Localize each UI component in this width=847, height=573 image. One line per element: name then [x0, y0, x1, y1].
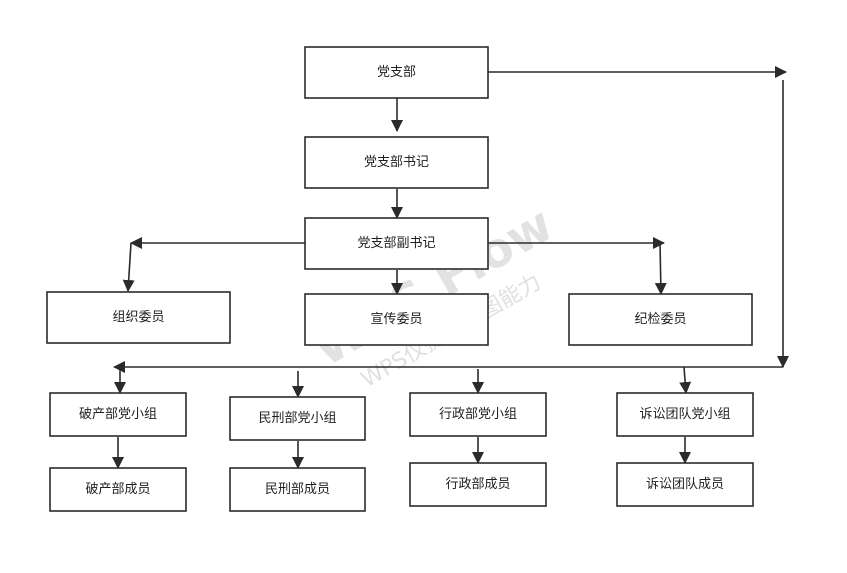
node-organization-member: 组织委员 [46, 291, 231, 344]
node-deputy-secretary: 党支部副书记 [304, 217, 489, 270]
node-discipline-member: 纪检委员 [568, 293, 753, 346]
node-administrative-group: 行政部党小组 [409, 392, 547, 437]
node-branch-box [304, 46, 489, 99]
node-bankruptcy-members-label: 破产部成员 [85, 482, 150, 497]
node-administrative-members-box [409, 462, 547, 507]
node-civil-criminal-group-label: 民刑部党小组 [258, 411, 336, 426]
node-bankruptcy-group: 破产部党小组 [49, 392, 187, 437]
node-propaganda-member-box [304, 293, 489, 346]
node-civil-criminal-members: 民刑部成员 [229, 467, 366, 512]
node-branch-label: 党支部 [377, 65, 416, 80]
edge-left-branch-to-organization [122, 242, 135, 292]
node-secretary-box [304, 136, 489, 189]
node-bankruptcy-members: 破产部成员 [49, 467, 187, 512]
node-civil-criminal-group: 民刑部党小组 [229, 396, 366, 441]
node-discipline-member-box [568, 293, 753, 346]
node-administrative-group-box [409, 392, 547, 437]
edge-bus-to-litigation-group [679, 366, 692, 394]
node-propaganda-member-label: 宣传委员 [370, 311, 422, 327]
node-civil-criminal-members-box [229, 467, 366, 512]
node-branch: 党支部 [304, 46, 489, 99]
node-organization-member-label: 组织委员 [112, 310, 164, 325]
connectors [112, 66, 789, 469]
node-administrative-members: 行政部成员 [409, 462, 547, 507]
node-litigation-group-box [616, 392, 754, 437]
node-litigation-group-label: 诉讼团队党小组 [639, 407, 730, 422]
node-deputy-secretary-label: 党支部副书记 [357, 236, 435, 251]
node-litigation-members-label: 诉讼团队成员 [646, 477, 724, 492]
node-discipline-member-label: 纪检委员 [634, 312, 686, 327]
node-secretary: 党支部书记 [304, 136, 489, 189]
node-secretary-label: 党支部书记 [364, 155, 429, 170]
node-organization-member-box [46, 291, 231, 344]
node-deputy-secretary-box [304, 217, 489, 270]
node-propaganda-member: 宣传委员 [304, 293, 489, 346]
node-administrative-group-label: 行政部党小组 [439, 407, 517, 422]
edge-right-branch-to-discipline [654, 242, 667, 295]
node-bankruptcy-members-box [49, 467, 187, 512]
node-bankruptcy-group-label: 破产部党小组 [79, 407, 157, 422]
node-bankruptcy-group-box [49, 392, 187, 437]
node-civil-criminal-group-box [229, 396, 366, 441]
node-litigation-members-box [616, 462, 754, 507]
node-litigation-group: 诉讼团队党小组 [616, 392, 754, 437]
node-administrative-members-label: 行政部成员 [445, 477, 510, 492]
node-litigation-members: 诉讼团队成员 [616, 462, 754, 507]
node-civil-criminal-members-label: 民刑部成员 [265, 482, 330, 497]
